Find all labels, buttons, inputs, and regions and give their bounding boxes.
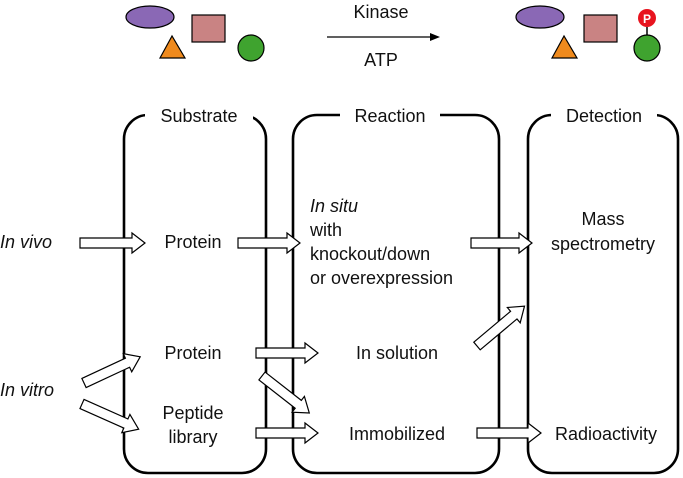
substrate-shapes bbox=[125, 5, 265, 62]
substrate-protein-vivo: Protein bbox=[164, 232, 221, 252]
in-vivo-label: In vivo bbox=[0, 232, 52, 252]
arrow-protein-to-in-situ bbox=[237, 231, 301, 255]
arrow-in-situ-to-mass-spec bbox=[470, 231, 533, 255]
ellipse-shape bbox=[125, 5, 175, 29]
atp-label: ATP bbox=[364, 50, 398, 70]
ellipse-shape bbox=[515, 5, 565, 29]
phosphate-badge bbox=[638, 9, 656, 27]
arrow-protein-to-in-solution bbox=[255, 341, 319, 365]
in-vitro-label: In vitro bbox=[0, 380, 54, 400]
reaction-box bbox=[291, 113, 501, 475]
detection-mass-line1: Mass bbox=[581, 209, 624, 229]
flow-arrows bbox=[79, 231, 542, 445]
rectangle-shape bbox=[191, 14, 226, 43]
substrate-peptide-line2: library bbox=[168, 427, 217, 447]
reaction-with: with bbox=[309, 220, 342, 240]
detection-mass-line2: spectrometry bbox=[551, 234, 655, 254]
arrow-in-solution-to-mass-spec bbox=[472, 305, 526, 351]
detection-header: Detection bbox=[566, 106, 642, 126]
product-shapes: P bbox=[515, 5, 661, 62]
reaction-knockout: knockout/down bbox=[310, 244, 430, 264]
reaction-overexpression: or overexpression bbox=[310, 268, 453, 288]
triangle-shape bbox=[550, 34, 579, 59]
reaction-immobilized: Immobilized bbox=[349, 424, 445, 444]
substrate-protein-vitro: Protein bbox=[164, 343, 221, 363]
triangle-shape bbox=[158, 34, 187, 59]
substrate-header: Substrate bbox=[160, 106, 237, 126]
arrow-in-vitro-to-protein bbox=[81, 352, 142, 389]
rectangle-shape bbox=[583, 14, 618, 43]
kinase-label: Kinase bbox=[353, 2, 408, 22]
arrow-immobilized-to-radioactivity bbox=[476, 421, 542, 445]
detection-box bbox=[526, 113, 680, 475]
substrate-peptide-line1: Peptide bbox=[162, 403, 223, 423]
phosphate-label: P bbox=[643, 12, 651, 26]
detection-radioactivity: Radioactivity bbox=[555, 424, 657, 444]
circle-shape bbox=[633, 34, 661, 62]
reaction-in-solution: In solution bbox=[356, 343, 438, 363]
reaction-header: Reaction bbox=[354, 106, 425, 126]
arrow-protein-to-immobilized bbox=[255, 421, 319, 445]
arrow-in-vivo-to-protein bbox=[79, 231, 146, 255]
arrow-protein-to-immobilized-diagonal bbox=[258, 371, 311, 414]
reaction-arrow bbox=[327, 33, 440, 41]
circle-shape bbox=[237, 34, 265, 62]
reaction-in-situ: In situ bbox=[310, 196, 358, 216]
arrow-in-vitro-to-peptide bbox=[79, 398, 140, 434]
